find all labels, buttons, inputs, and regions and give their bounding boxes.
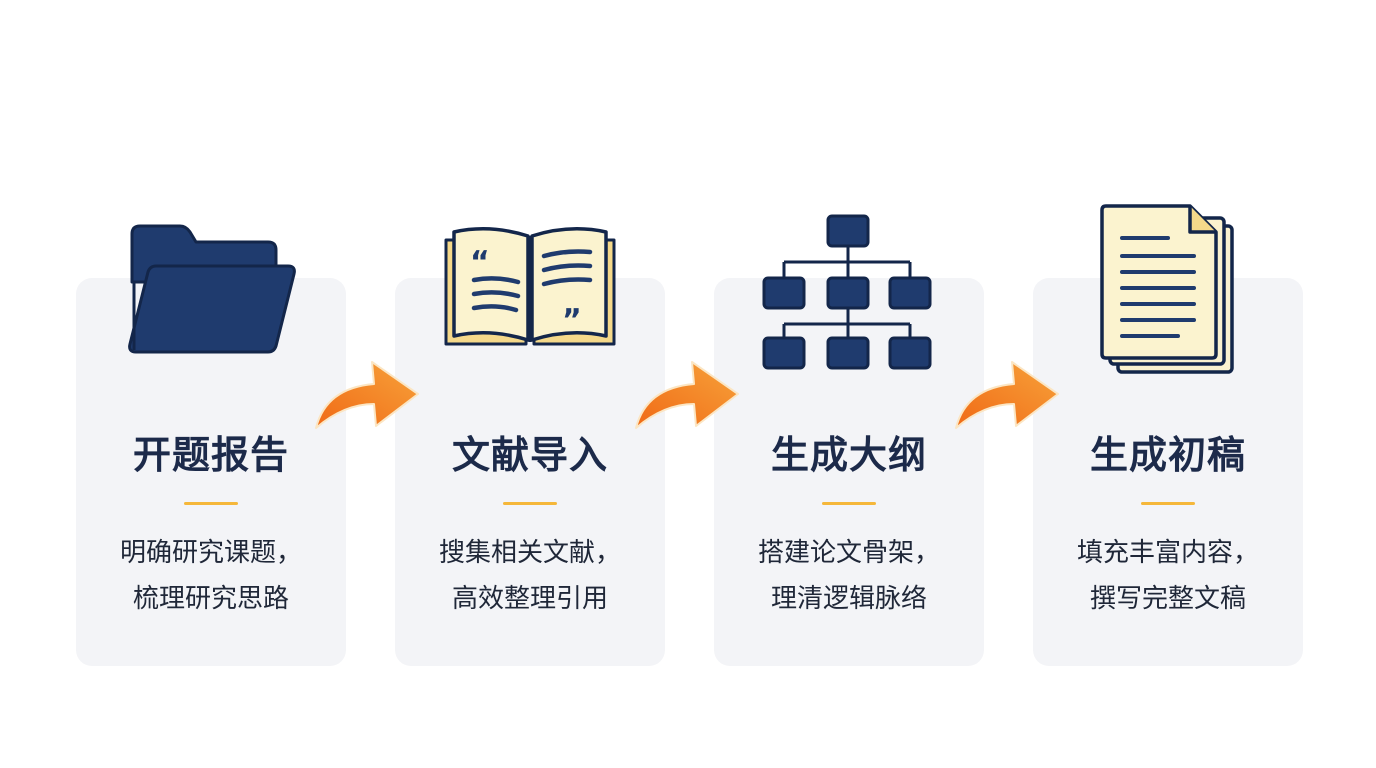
step-description: 搭建论文骨架， 理清逻辑脉络 — [714, 530, 984, 622]
step-description-line-1: 搭建论文骨架， — [757, 538, 940, 568]
step-description: 搜集相关文献， 高效整理引用 — [395, 530, 665, 622]
step-title: 开题报告 — [132, 433, 289, 477]
hierarchy-tree-icon — [762, 214, 932, 370]
open-book-icon: “ ” — [444, 227, 616, 346]
step-description-line-1: 搜集相关文献， — [438, 538, 621, 568]
step-title: 生成大纲 — [770, 433, 927, 477]
title-divider — [1141, 502, 1195, 505]
svg-text:”: ” — [562, 303, 582, 338]
step-title: 生成初稿 — [1089, 433, 1246, 477]
next-step-arrow-icon — [635, 361, 739, 429]
step-card-2: 文献导入 搜集相关文献， 高效整理引用 — [395, 278, 665, 666]
step-description-line-1: 明确研究课题， — [119, 538, 302, 568]
next-step-arrow-icon — [955, 361, 1059, 429]
title-divider — [184, 502, 238, 505]
step-title: 文献导入 — [451, 433, 608, 477]
step-card-3: 生成大纲 搭建论文骨架， 理清逻辑脉络 — [714, 278, 984, 666]
step-description-line-2: 梳理研究思路 — [132, 584, 289, 614]
step-description: 明确研究课题， 梳理研究思路 — [76, 530, 346, 622]
step-description-line-2: 撰写完整文稿 — [1089, 584, 1246, 614]
step-description-line-1: 填充丰富内容， — [1076, 538, 1259, 568]
folder-icon — [128, 224, 296, 354]
title-divider — [822, 502, 876, 505]
title-divider — [503, 502, 557, 505]
step-description-line-2: 理清逻辑脉络 — [770, 584, 927, 614]
next-step-arrow-icon — [315, 361, 419, 429]
stacked-documents-icon — [1100, 204, 1234, 374]
step-description: 填充丰富内容， 撰写完整文稿 — [1033, 530, 1303, 622]
step-description-line-2: 高效整理引用 — [451, 584, 608, 614]
svg-text:“: “ — [470, 245, 490, 280]
